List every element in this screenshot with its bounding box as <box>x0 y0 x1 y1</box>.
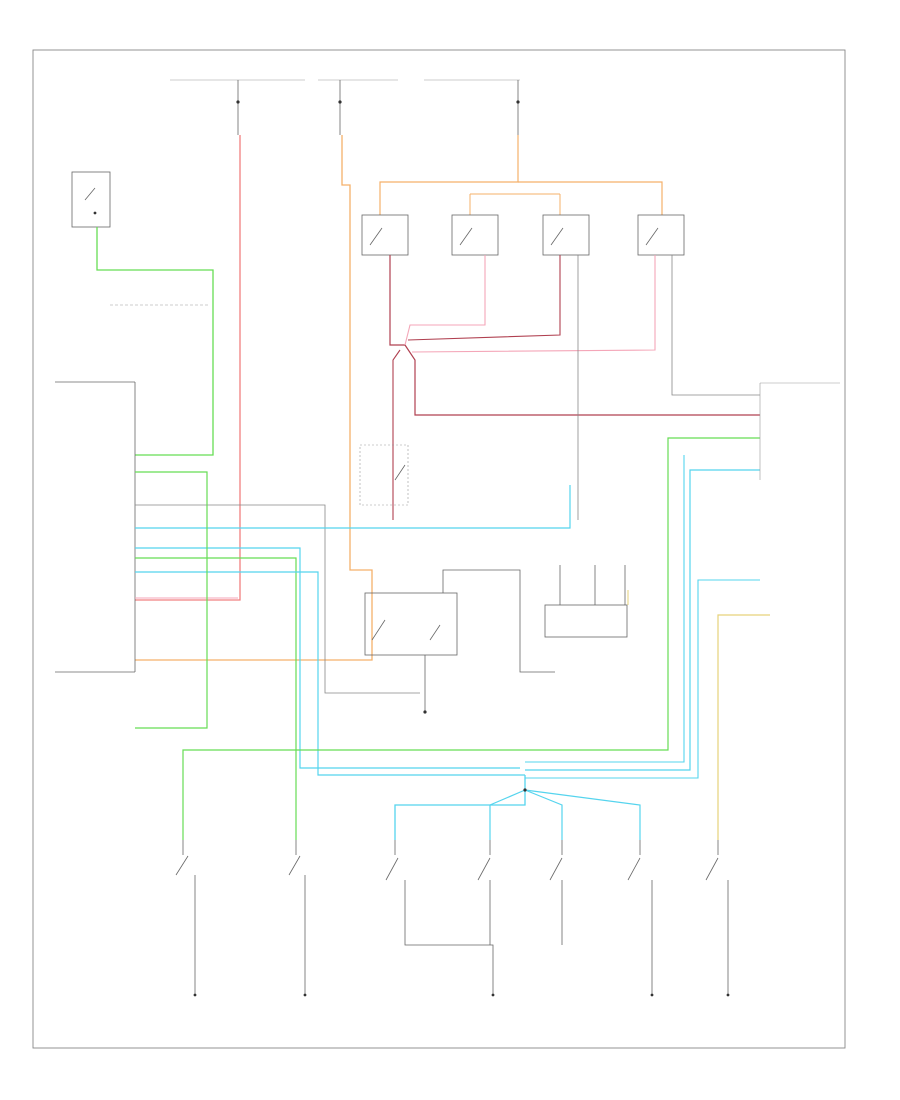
bottom-switch-5 <box>549 840 563 945</box>
lower-junction <box>394 775 641 840</box>
bottom-switch-1 <box>175 840 197 997</box>
fuse-feed-wires <box>135 135 663 661</box>
upper-left-sensor <box>71 171 111 228</box>
sensor-green-wire <box>96 227 214 456</box>
right-module-edge <box>759 382 840 480</box>
door-switch-output-wires <box>389 255 760 520</box>
bottom-switch-4 <box>477 840 491 945</box>
center-relay <box>364 569 555 673</box>
top-power-bus <box>170 79 520 135</box>
switch-box-1 <box>361 214 409 256</box>
yellow-feed-wire <box>717 614 770 840</box>
switch-box-2 <box>451 214 499 256</box>
left-control-module <box>55 381 136 673</box>
switch-box-4 <box>637 214 685 256</box>
center-ground <box>423 655 427 714</box>
bottom-switch-2 <box>288 840 307 997</box>
switch-box-3 <box>542 214 590 256</box>
bottom-switch-row <box>175 840 730 997</box>
center-left-switch <box>359 444 409 506</box>
module-output-wires <box>135 437 760 840</box>
bottom-switch-7 <box>705 840 730 997</box>
bottom-switch-6 <box>627 840 654 997</box>
right-relay-block <box>544 565 629 638</box>
bottom-switch-3 <box>385 840 495 997</box>
diagram-frame <box>32 49 846 1049</box>
door-switch-group <box>361 214 685 256</box>
